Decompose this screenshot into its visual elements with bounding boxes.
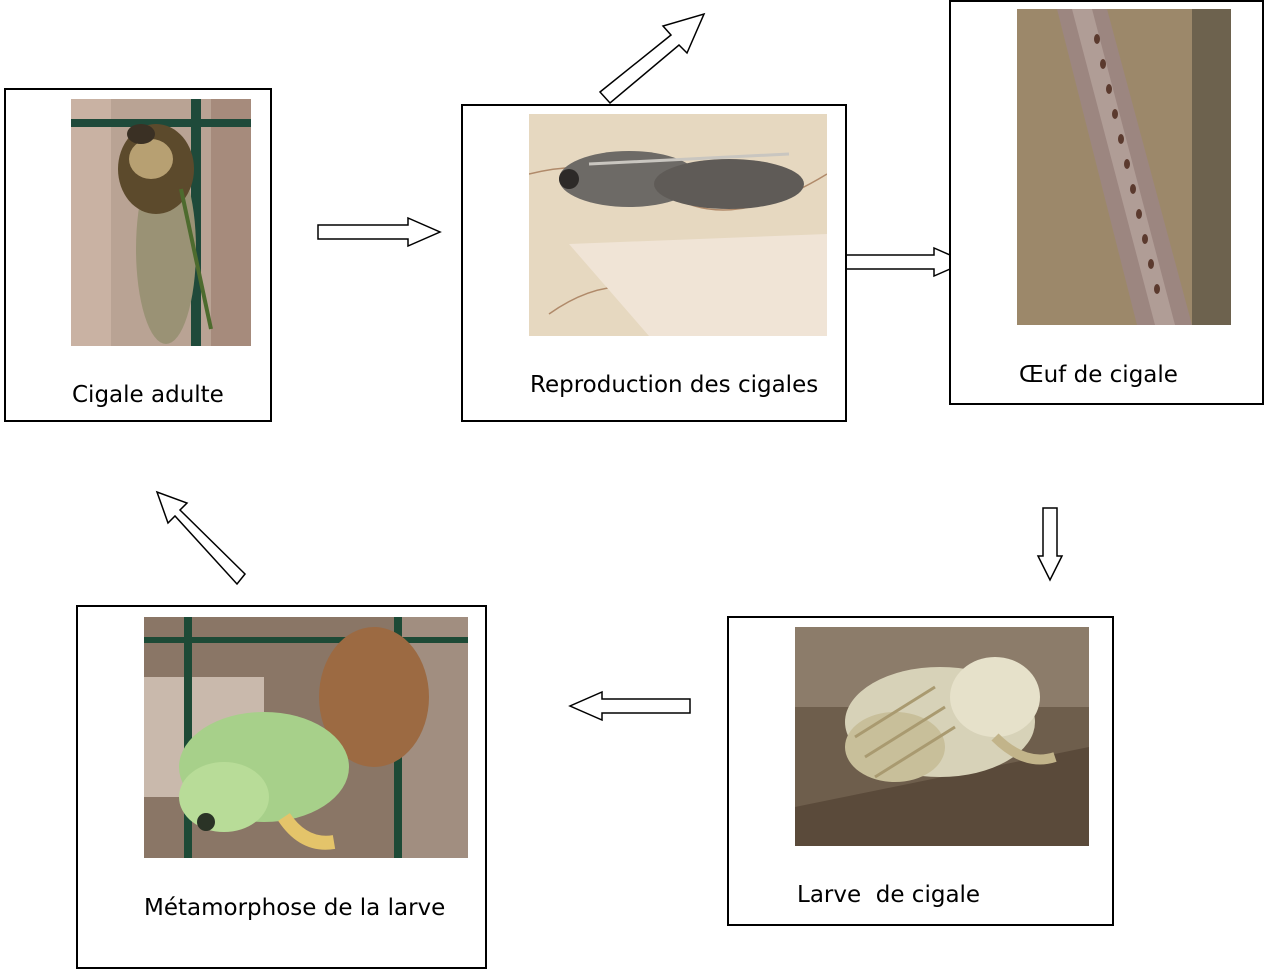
arrow-reproduction-to-egg — [844, 248, 966, 276]
cicada-adult-photo — [71, 99, 251, 346]
stage-card-larva: Larve de cigale — [727, 616, 1114, 926]
cicada-molting-photo — [144, 617, 468, 858]
arrow-adult-to-reproduction — [318, 218, 440, 246]
stage-card-reproduction: Reproduction des cigales — [461, 104, 847, 422]
stage-card-metamorphosis: Métamorphose de la larve — [76, 605, 487, 969]
stage-label-larva: Larve de cigale — [797, 882, 980, 908]
cicada-mating-photo — [529, 114, 827, 336]
cicada-larva-photo — [795, 627, 1089, 846]
arrow-larva-to-metamorphosis — [570, 692, 690, 720]
stage-label-egg: Œuf de cigale — [1019, 362, 1178, 388]
stage-label-reproduction: Reproduction des cigales — [530, 372, 818, 398]
stage-label-metamorphosis: Métamorphose de la larve — [144, 895, 445, 921]
arrow-egg-to-larva — [1038, 508, 1062, 580]
stage-card-adult: Cigale adulte — [4, 88, 272, 422]
stage-label-adult: Cigale adulte — [72, 382, 224, 408]
cicada-eggs-on-twig-photo — [1017, 9, 1231, 325]
arrow-metamorphosis-to-adult — [157, 492, 245, 584]
arrow-reproduction-up-right — [600, 14, 704, 103]
stage-card-egg: Œuf de cigale — [949, 0, 1264, 405]
